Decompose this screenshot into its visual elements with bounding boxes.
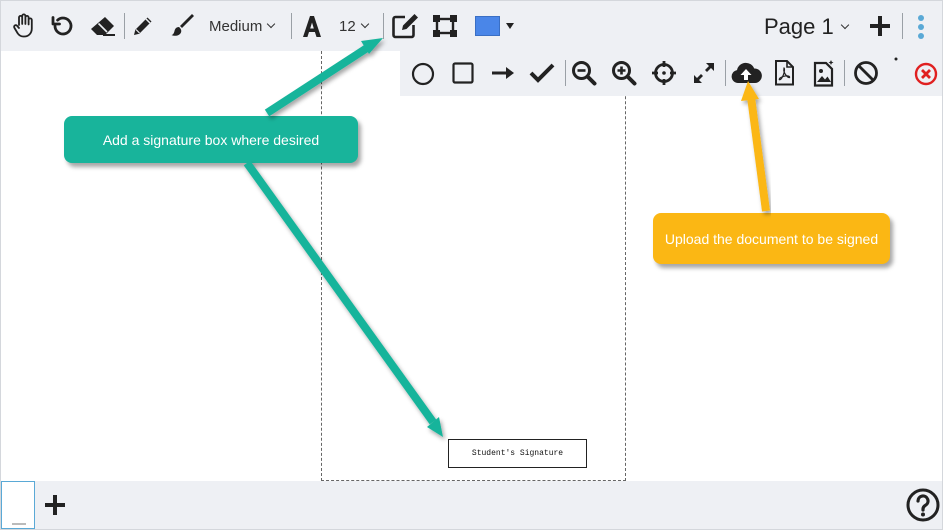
plus-icon[interactable] — [869, 15, 891, 37]
edit-note-icon[interactable] — [391, 13, 419, 39]
page-thumbnail[interactable] — [1, 481, 35, 529]
caret-down-icon — [506, 23, 514, 29]
chevron-down-icon — [840, 20, 849, 30]
separator — [383, 13, 384, 39]
square-icon[interactable] — [451, 61, 475, 85]
add-page-icon[interactable] — [43, 493, 67, 517]
chevron-down-icon — [360, 19, 369, 29]
arrow-right-icon[interactable] — [490, 63, 516, 83]
chevron-down-icon — [267, 19, 276, 29]
color-swatch — [475, 16, 500, 36]
close-circle-icon[interactable] — [913, 61, 938, 86]
dot-icon — [894, 57, 898, 61]
signature-label: Student's Signature — [471, 449, 564, 458]
pen-width-label: Medium — [209, 17, 263, 35]
font-size-label: 12 — [339, 17, 356, 35]
fullscreen-icon[interactable] — [692, 61, 716, 85]
page-label: Page 1 — [764, 14, 834, 39]
undo-icon[interactable] — [49, 13, 75, 39]
separator — [725, 60, 726, 86]
circle-icon[interactable] — [410, 61, 435, 86]
eraser-icon[interactable] — [89, 14, 117, 38]
callout-text: Add a signature box where desired — [102, 131, 320, 148]
help-icon[interactable] — [906, 488, 940, 522]
pen-width-dropdown[interactable]: Medium — [209, 15, 276, 37]
pdf-icon[interactable] — [773, 60, 795, 86]
zoom-in-icon[interactable] — [611, 60, 637, 86]
block-icon[interactable] — [853, 60, 879, 86]
separator — [844, 60, 845, 86]
cloud-upload-icon[interactable] — [730, 60, 762, 86]
kebab-icon[interactable] — [917, 15, 925, 39]
text-icon[interactable] — [300, 13, 324, 39]
signature-box[interactable]: Student's Signature — [448, 439, 587, 468]
shape-toolbar — [400, 51, 942, 96]
signature-box-callout: Add a signature box where desired — [64, 116, 358, 163]
separator — [291, 13, 292, 39]
brush-icon[interactable] — [169, 13, 197, 39]
image-file-icon[interactable] — [813, 59, 837, 87]
hand-icon[interactable] — [11, 13, 37, 39]
zoom-out-icon[interactable] — [571, 60, 597, 86]
separator — [124, 13, 125, 39]
check-icon[interactable] — [529, 63, 555, 83]
separator — [902, 13, 903, 39]
page-boundary — [321, 51, 626, 481]
page-strip — [1, 481, 942, 529]
page-selector[interactable]: Page 1 — [764, 14, 849, 40]
font-size-dropdown[interactable]: 12 — [339, 15, 369, 37]
crosshair-icon[interactable] — [651, 60, 677, 86]
color-picker[interactable] — [475, 16, 514, 36]
callout-text: Upload the document to be signed — [664, 230, 879, 247]
pencil-icon[interactable] — [130, 13, 156, 39]
upload-callout: Upload the document to be signed — [653, 213, 890, 264]
main-toolbar: Medium 12 Page 1 — [1, 1, 942, 51]
separator — [565, 60, 566, 86]
crop-icon[interactable] — [431, 14, 459, 38]
